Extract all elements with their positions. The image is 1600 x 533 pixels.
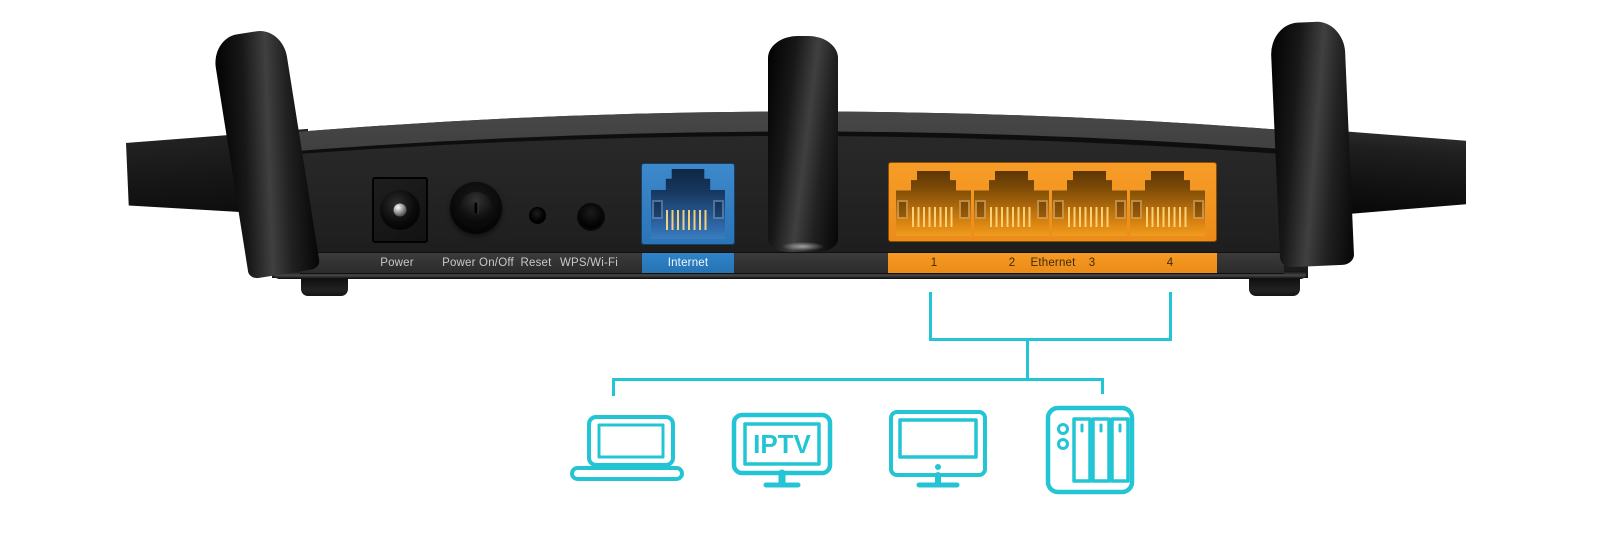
nas-server-icon (1045, 405, 1135, 495)
wps-label: WPS/Wi-Fi (559, 256, 619, 269)
lan-port-4 (1130, 171, 1205, 236)
power-label: Power (380, 256, 414, 269)
port-1-label: 1 (930, 256, 938, 269)
lan-port-2 (974, 171, 1049, 236)
reset-label: Reset (520, 256, 552, 269)
ethernet-lan-block (888, 162, 1217, 242)
ethernet-label-segment (888, 253, 1217, 273)
wan-rj45-socket (651, 169, 725, 239)
dc-power-pin (393, 203, 407, 217)
port-2-label: 2 (1008, 256, 1016, 269)
port-4-label: 4 (1166, 256, 1174, 269)
monitor-power-dot (935, 464, 941, 470)
lan-port-1 (896, 171, 971, 236)
reset-button (529, 207, 546, 224)
dc-power-barrel (380, 190, 420, 230)
port-3-label: 3 (1088, 256, 1096, 269)
antenna-middle (768, 36, 838, 252)
router-bottom-rim (274, 271, 1306, 279)
iptv-text: IPTV (753, 429, 811, 459)
laptop-latch-notch (621, 464, 633, 469)
lan-port-3-pins (1067, 207, 1112, 227)
internet-wan-port (641, 163, 735, 245)
bracket-top-horizontal (929, 338, 1172, 341)
internet-label-segment (642, 253, 734, 273)
lan-port-3 (1052, 171, 1127, 236)
bracket-stub-left (612, 378, 615, 396)
power-button-cap (460, 192, 492, 224)
laptop-icon (570, 415, 684, 481)
dc-power-jack (372, 177, 428, 243)
power-symbol-icon (474, 202, 478, 214)
bracket-line-port4 (1169, 292, 1172, 341)
power-switch-label: Power On/Off (442, 256, 514, 269)
bracket-line-port1 (929, 292, 932, 341)
label-strip: Power Power On/Off Reset WPS/Wi-Fi Inter… (300, 252, 1284, 274)
lan-port-2-pins (989, 207, 1034, 227)
lan-port-1-pins (911, 207, 956, 227)
desktop-monitor-icon (889, 410, 987, 488)
internet-label: Internet (667, 256, 709, 269)
router-foot-right (1249, 277, 1300, 296)
router-foot-left (301, 277, 348, 296)
bracket-connector-vertical (1026, 338, 1029, 381)
antenna-right (1269, 20, 1355, 268)
bracket-bottom-horizontal (612, 378, 1104, 381)
ethernet-label: Ethernet (1030, 256, 1076, 269)
wan-rj45-pins (666, 210, 710, 230)
power-on-off-button (450, 182, 502, 234)
lan-port-4-pins (1145, 207, 1190, 227)
bracket-stub-right (1101, 378, 1104, 394)
iptv-tv-icon: IPTV (731, 412, 833, 488)
wps-wifi-button (577, 203, 605, 231)
